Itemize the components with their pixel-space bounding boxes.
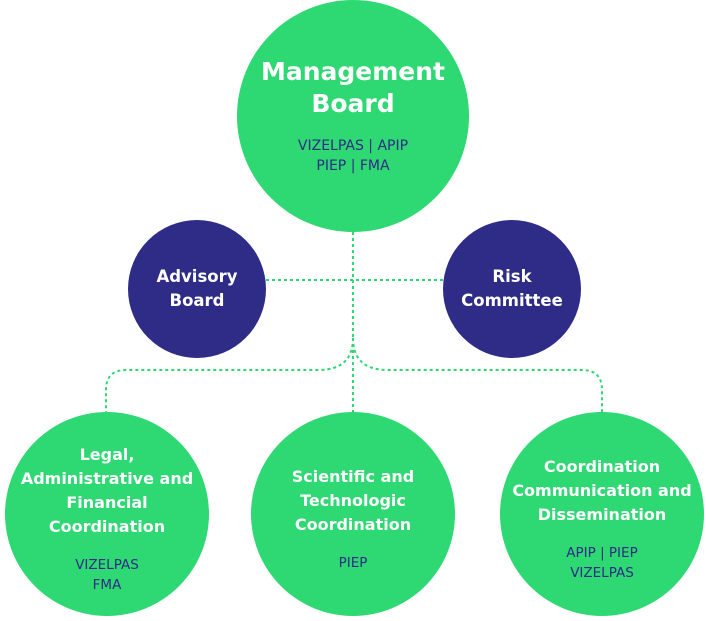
- connector-to-communication: [352, 337, 603, 412]
- legal-coordination-node: Legal, Administrative and Financial Coor…: [5, 412, 209, 616]
- advisory-board-title: Advisory Board: [156, 267, 238, 310]
- risk-committee-title: Risk Committee: [461, 267, 563, 310]
- management-board-node: Management Board VIZELPAS | APIP PIEP | …: [237, 0, 469, 232]
- member-line: VIZELPAS: [75, 557, 139, 573]
- member-line: VIZELPAS: [570, 565, 634, 581]
- member-line: FMA: [92, 577, 122, 593]
- scientific-coordination-title: Scientific and Technologic Coordination: [291, 467, 415, 534]
- member-line: PIEP: [338, 555, 368, 571]
- legal-coordination-members: VIZELPAS FMA: [75, 555, 139, 595]
- member-line: PIEP | FMA: [316, 158, 390, 174]
- communication-coordination-members: APIP | PIEP VIZELPAS: [566, 543, 637, 583]
- connector-to-legal: [105, 337, 354, 412]
- legal-coordination-title: Legal, Administrative and Financial Coor…: [20, 445, 194, 536]
- scientific-coordination-node: Scientific and Technologic Coordination …: [251, 412, 455, 616]
- member-line: APIP | PIEP: [566, 545, 638, 561]
- scientific-coordination-members: PIEP: [339, 553, 368, 573]
- communication-coordination-title: Coordination Communication and Dissemina…: [512, 457, 692, 524]
- management-board-title: Management Board: [260, 57, 446, 118]
- management-board-members: VIZELPAS | APIP PIEP | FMA: [298, 136, 408, 176]
- advisory-board-node: Advisory Board: [128, 220, 266, 358]
- member-line: VIZELPAS | APIP: [297, 138, 409, 154]
- communication-coordination-node: Coordination Communication and Dissemina…: [500, 412, 704, 616]
- risk-committee-node: Risk Committee: [443, 220, 581, 358]
